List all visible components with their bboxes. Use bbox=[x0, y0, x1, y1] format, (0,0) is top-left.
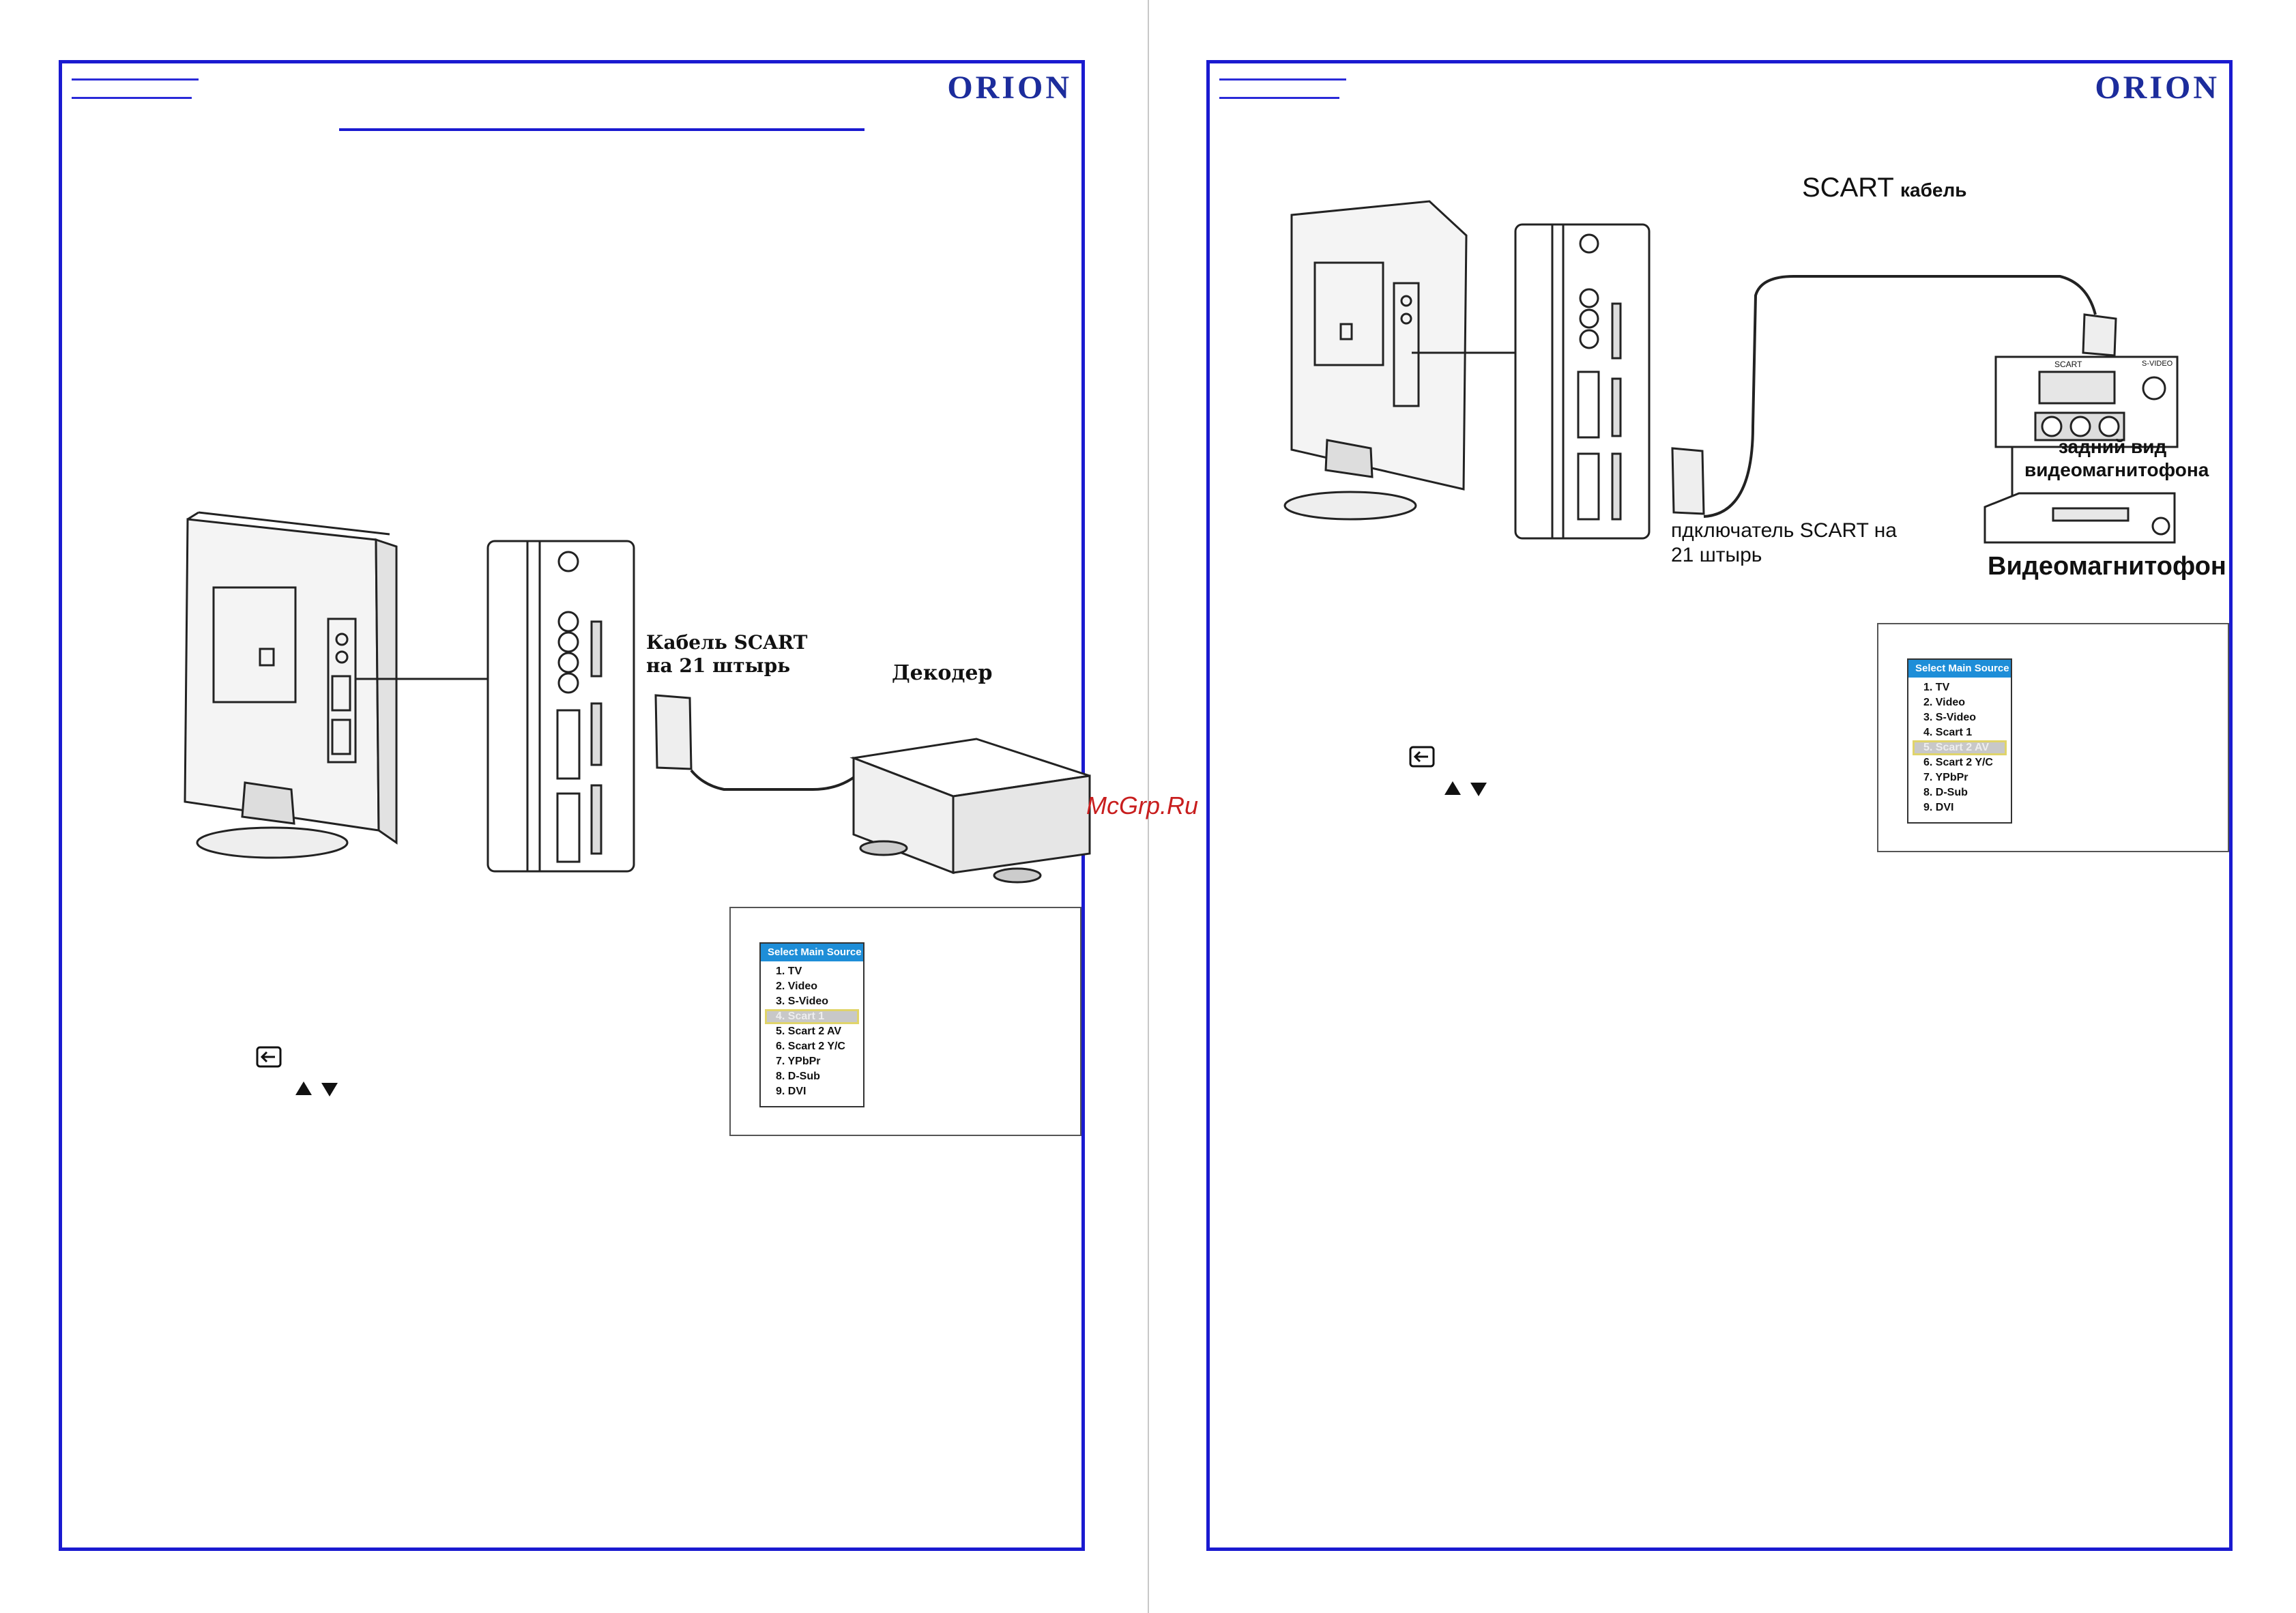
scart-cable bbox=[1671, 275, 2117, 518]
menu-item-scart1[interactable]: 4. Scart 1 bbox=[1923, 727, 1973, 738]
cable-label-line2: на 21 штырь bbox=[646, 654, 791, 677]
vcr-scart-port-label: SCART bbox=[2054, 360, 2082, 369]
select-source-menu: Select Main Source 1. TV 2. Video 3. S-V… bbox=[1907, 658, 2012, 824]
menu-item-scart2-yc[interactable]: 6. Scart 2 Y/C bbox=[776, 1041, 845, 1052]
header-rule-top bbox=[72, 78, 199, 81]
header-rule-bottom bbox=[1219, 97, 1339, 99]
arrow-down-icon bbox=[1470, 783, 1487, 796]
menu-item-scart2-av-selected[interactable]: 5. Scart 2 AV bbox=[1913, 740, 2007, 755]
menu-list: 1. TV 2. Video 3. S-Video 4. Scart 1 5. … bbox=[761, 961, 863, 1099]
tv-rear-illustration bbox=[1283, 200, 1515, 521]
connector-label-line1: пдключатель SCART на bbox=[1671, 519, 1897, 542]
page-fold bbox=[1148, 0, 1149, 1613]
menu-item-svideo[interactable]: 3. S-Video bbox=[776, 996, 829, 1007]
menu-item-video[interactable]: 2. Video bbox=[776, 980, 818, 992]
connector-label-line2: 21 штырь bbox=[1671, 544, 1762, 566]
arrow-up-icon bbox=[295, 1081, 312, 1095]
vcr-label: Видеомагнитофон bbox=[1988, 552, 2226, 581]
menu-screenshot-frame: Select Main Source 1. TV 2. Video 3. S-V… bbox=[1877, 623, 2229, 852]
source-input-icon bbox=[256, 1046, 282, 1068]
menu-item-ypbpr[interactable]: 7. YPbPr bbox=[1923, 772, 1968, 783]
decoder-box bbox=[849, 738, 1091, 884]
menu-item-dvi[interactable]: 9. DVI bbox=[1923, 802, 1954, 813]
menu-item-tv[interactable]: 1. TV bbox=[776, 965, 802, 977]
menu-title: Select Main Source bbox=[1908, 660, 2011, 678]
menu-list: 1. TV 2. Video 3. S-Video 4. Scart 1 5. … bbox=[1908, 678, 2011, 815]
decoder-connection-diagram bbox=[184, 511, 1091, 884]
vcr-rear-panel bbox=[1994, 355, 2179, 508]
header-rule-bottom bbox=[72, 97, 192, 99]
rear-view-label-line1: задний вид bbox=[2059, 436, 2167, 457]
menu-item-scart2-yc[interactable]: 6. Scart 2 Y/C bbox=[1923, 757, 1993, 768]
scart-cable-sublabel: кабель bbox=[1900, 179, 1967, 201]
menu-title: Select Main Source bbox=[761, 944, 863, 961]
tv-connector-panel bbox=[486, 540, 635, 873]
menu-item-dvi[interactable]: 9. DVI bbox=[776, 1086, 806, 1097]
brand-logo: ORION bbox=[2095, 70, 2220, 106]
menu-item-dsub[interactable]: 8. D-Sub bbox=[776, 1071, 820, 1082]
vcr-connection-diagram bbox=[1283, 200, 2179, 544]
select-source-menu: Select Main Source 1. TV 2. Video 3. S-V… bbox=[759, 942, 864, 1107]
brand-logo: ORION bbox=[947, 70, 1072, 106]
source-input-icon bbox=[1409, 746, 1435, 768]
cable-label-line1: Кабель SCART bbox=[646, 631, 808, 654]
menu-item-video[interactable]: 2. Video bbox=[1923, 697, 1966, 708]
header-rule-top bbox=[1219, 78, 1346, 81]
menu-screenshot-frame: Select Main Source 1. TV 2. Video 3. S-V… bbox=[729, 907, 1081, 1136]
section-title-rule bbox=[339, 128, 864, 131]
arrow-up-icon bbox=[1444, 781, 1461, 795]
manual-page-left: ORION bbox=[59, 60, 1091, 1551]
menu-item-dsub[interactable]: 8. D-Sub bbox=[1923, 787, 1968, 798]
decoder-label: Декодер bbox=[892, 661, 993, 685]
rear-view-label-line2: видеомагнитофона bbox=[2024, 459, 2209, 480]
vcr-svideo-port-label: S-VIDEO bbox=[2142, 360, 2173, 368]
tv-rear-illustration bbox=[184, 511, 488, 859]
watermark: McGrp.Ru bbox=[1086, 791, 1199, 819]
menu-item-scart2-av[interactable]: 5. Scart 2 AV bbox=[776, 1026, 842, 1037]
tv-connector-panel bbox=[1514, 223, 1651, 540]
menu-item-scart1-selected[interactable]: 4. Scart 1 bbox=[765, 1009, 859, 1024]
vcr-front bbox=[1983, 492, 2176, 544]
menu-item-ypbpr[interactable]: 7. YPbPr bbox=[776, 1056, 821, 1067]
manual-page-right: ORION bbox=[1206, 60, 2233, 1551]
scart-cable bbox=[654, 694, 869, 791]
menu-item-svideo[interactable]: 3. S-Video bbox=[1923, 712, 1977, 723]
scart-cable-label: SCART bbox=[1802, 173, 1894, 203]
menu-item-tv[interactable]: 1. TV bbox=[1923, 682, 1950, 693]
arrow-down-icon bbox=[321, 1083, 338, 1096]
